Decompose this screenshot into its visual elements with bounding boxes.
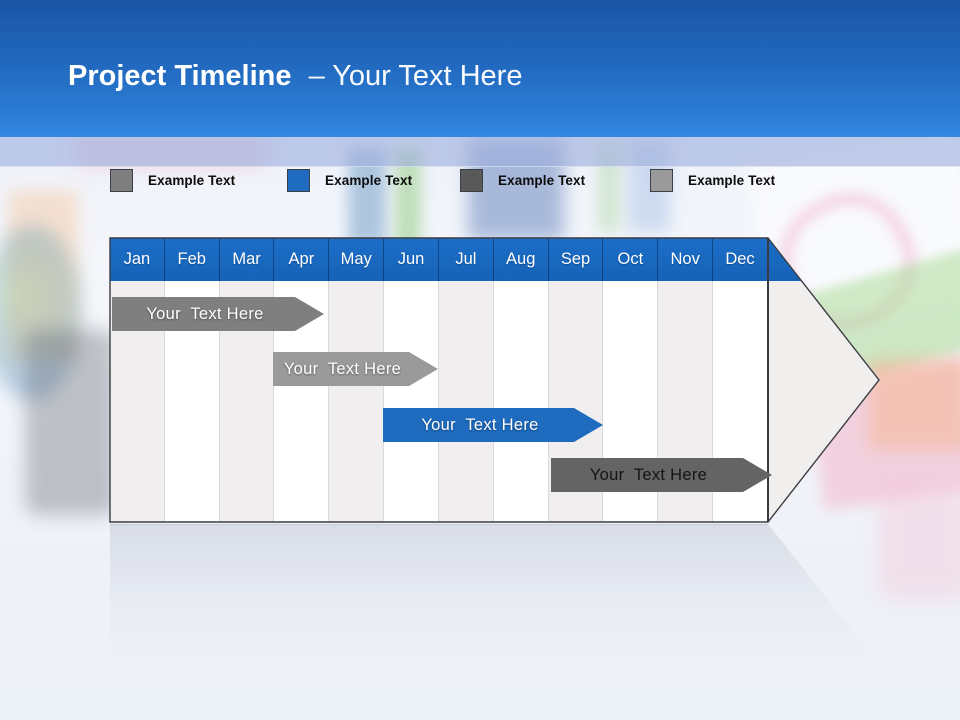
timeline-column <box>384 281 439 522</box>
timeline-column <box>438 281 494 522</box>
month-cell-dec: Dec <box>713 238 768 281</box>
legend-item-2: Example Text <box>287 168 412 192</box>
month-cell-mar: Mar <box>220 238 275 281</box>
month-cell-jan: Jan <box>110 238 165 281</box>
gantt-bar-label[interactable]: Your Text Here <box>283 359 402 378</box>
month-cell-jun: Jun <box>384 238 439 281</box>
gantt-bar-label[interactable]: Your Text Here <box>421 415 539 434</box>
legend-swatch-blue <box>287 168 310 192</box>
legend-swatch-gray <box>110 168 133 192</box>
legend-item-4: Example Text <box>650 168 775 192</box>
timeline-column <box>329 281 385 522</box>
timeline-arrow-chart: Jan Feb Mar Apr May Jun Jul Aug Sep Oct … <box>110 238 880 522</box>
timeline-reflection <box>110 524 880 715</box>
gantt-bar-label[interactable]: Your Text Here <box>146 304 264 323</box>
legend-item-1: Example Text <box>110 168 235 192</box>
gantt-bar-2[interactable]: Your Text Here <box>273 352 438 386</box>
month-cell-aug: Aug <box>494 238 549 281</box>
gantt-bar-label[interactable]: Your Text Here <box>589 465 708 484</box>
gantt-bar-1[interactable]: Your Text Here <box>112 297 324 331</box>
title-band: Project Timeline – Your Text Here <box>0 0 960 137</box>
legend-item-3: Example Text <box>460 168 585 192</box>
header-lower-band <box>0 136 960 167</box>
legend-label[interactable]: Example Text <box>498 172 586 188</box>
month-cell-sep: Sep <box>549 238 604 281</box>
title-main: Project Timeline <box>68 60 292 92</box>
month-cell-feb: Feb <box>165 238 220 281</box>
legend-swatch-dark-gray <box>460 168 483 192</box>
month-cell-oct: Oct <box>603 238 659 281</box>
legend-label[interactable]: Example Text <box>325 172 413 188</box>
bg-pink-blob <box>878 480 960 600</box>
legend-label[interactable]: Example Text <box>148 172 236 188</box>
bg-peach-blob <box>8 190 78 360</box>
month-cell-jul: Jul <box>439 238 494 281</box>
month-row: Jan Feb Mar Apr May Jun Jul Aug Sep Oct … <box>110 238 768 281</box>
legend-label[interactable]: Example Text <box>688 172 776 188</box>
gantt-bar-4[interactable]: Your Text Here <box>551 458 772 492</box>
gantt-bar-3[interactable]: Your Text Here <box>383 408 603 442</box>
bg-dark-bag-image <box>25 330 117 515</box>
bg-globe-image <box>0 225 82 400</box>
bg-orange-pencils <box>868 358 960 450</box>
timeline-end-divider <box>767 238 769 522</box>
month-cell-nov: Nov <box>658 238 714 281</box>
page-title: Project Timeline – Your Text Here <box>68 60 522 93</box>
title-placeholder[interactable]: – Your Text Here <box>308 60 523 92</box>
month-cell-may: May <box>329 238 385 281</box>
timeline-column <box>493 281 549 522</box>
legend-swatch-light-gray <box>650 168 673 192</box>
month-cell-apr: Apr <box>274 238 330 281</box>
